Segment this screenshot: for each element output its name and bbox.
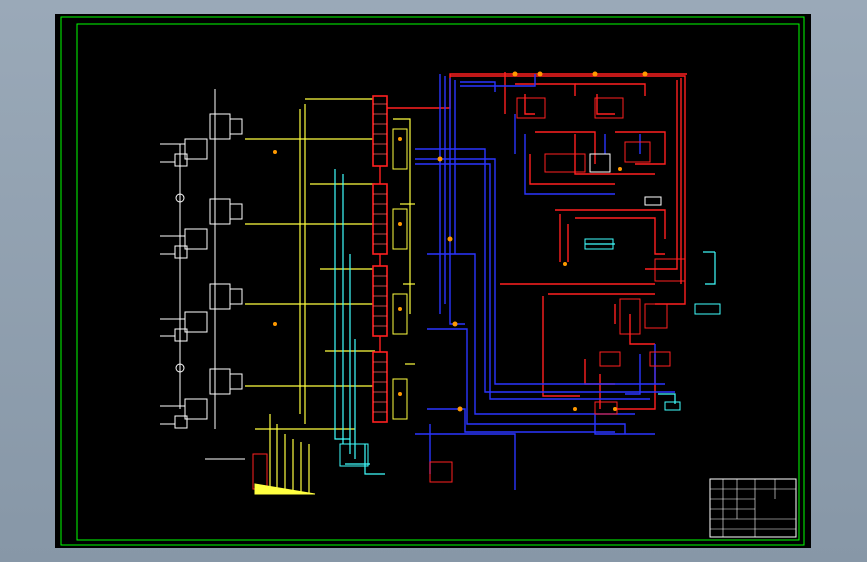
inner-frame: [76, 23, 800, 541]
blue-pipelines: [415, 74, 675, 490]
left-equipment: [160, 89, 245, 460]
right-equipment: [252, 97, 721, 495]
valves-instruments: [273, 71, 648, 412]
outer-frame: [60, 16, 805, 546]
cad-viewport[interactable]: [55, 14, 811, 548]
distillation-columns: [372, 95, 388, 423]
column-side-blocks: [392, 128, 408, 420]
cyan-pipelines: [334, 169, 716, 475]
red-pipelines: [379, 72, 687, 414]
yellow-pipelines: [245, 98, 415, 494]
title-block: [709, 478, 797, 538]
process-flow-diagram: [60, 16, 805, 546]
